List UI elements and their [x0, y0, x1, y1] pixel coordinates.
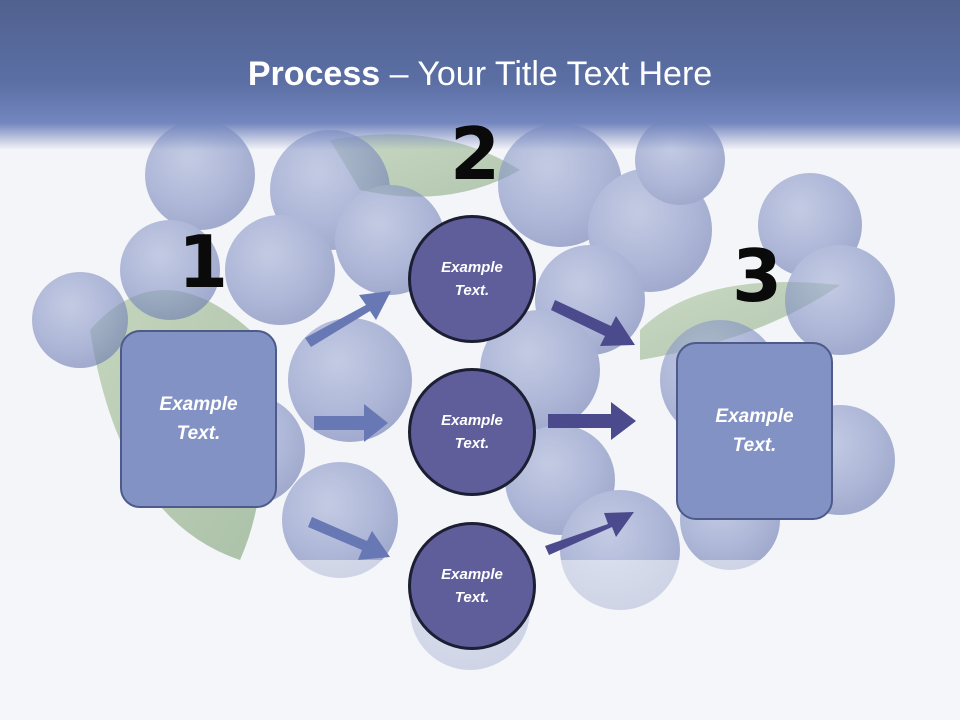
- title-bar: [0, 0, 960, 150]
- circle-top: Example Text.: [408, 215, 536, 343]
- step-box-1: Example Text.: [120, 330, 277, 508]
- title-bold: Process: [247, 55, 381, 93]
- title-rest: – Your Title Text Here: [380, 55, 713, 93]
- step-number-3: 3: [732, 234, 783, 318]
- slide-title: Process – Your Title Text Here: [0, 52, 960, 96]
- circle-bottom: Example Text.: [408, 522, 536, 650]
- step-box-3: Example Text.: [676, 342, 833, 520]
- circle-top-text: Example Text.: [441, 259, 503, 299]
- circle-middle: Example Text.: [408, 368, 536, 496]
- step-number-1: 1: [178, 220, 229, 304]
- step-number-2: 2: [450, 112, 501, 196]
- circle-middle-text: Example Text.: [441, 412, 503, 452]
- step-box-1-text: Example Text.: [159, 394, 238, 444]
- step-box-3-text: Example Text.: [715, 406, 794, 456]
- circle-bottom-text: Example Text.: [441, 566, 503, 606]
